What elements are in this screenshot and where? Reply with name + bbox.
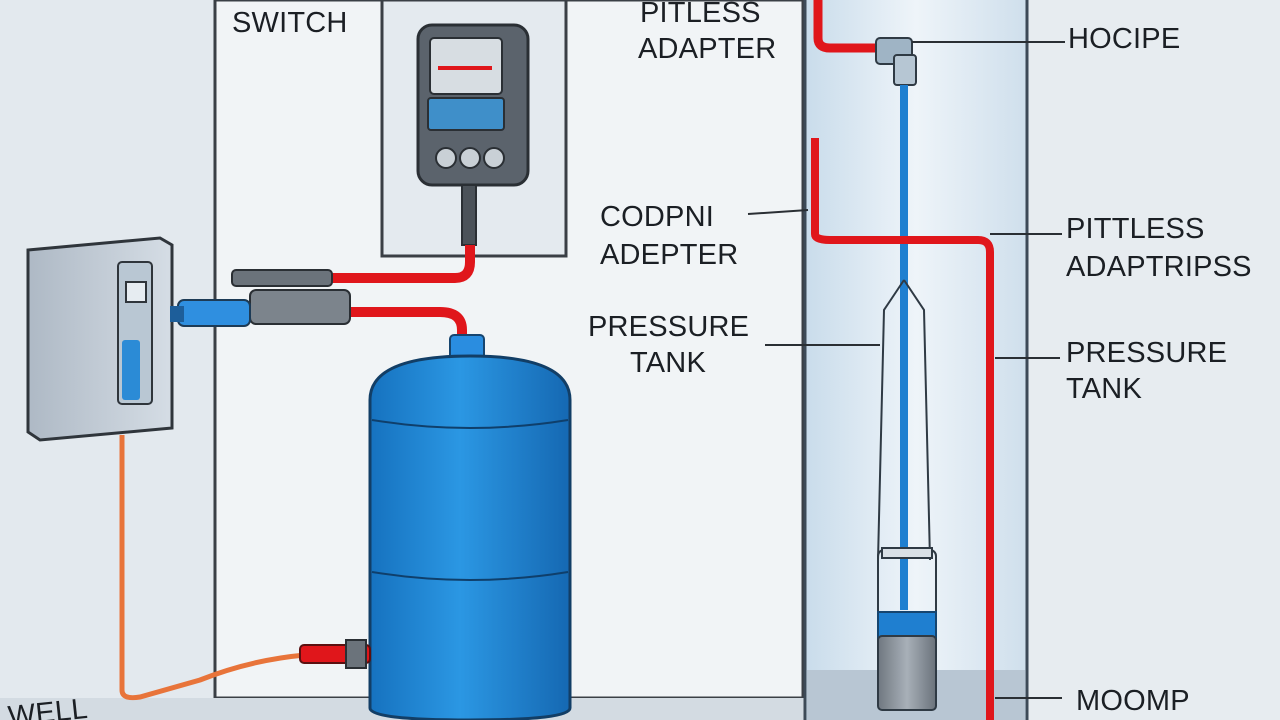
label-codpni-line2: ADEPTER xyxy=(600,239,739,271)
switch-knob-2 xyxy=(459,147,481,169)
supply-line-red xyxy=(811,138,994,720)
leader-codpni xyxy=(747,209,809,215)
label-pressure-tank-mid-line2: TANK xyxy=(630,347,706,379)
label-pressure-tank-mid-line1: PRESSURE xyxy=(588,311,750,343)
control-box-water-level xyxy=(122,340,140,400)
switch-knob-3 xyxy=(483,147,505,169)
label-pressure-tank-right-line2: TANK xyxy=(1066,373,1142,405)
pitless-elbow-body xyxy=(893,54,917,86)
pressure-tank xyxy=(368,354,572,720)
pressure-switch-indicator xyxy=(438,66,492,70)
inlet-coupling xyxy=(170,306,184,322)
control-box-gauge xyxy=(125,281,147,303)
pump-cap xyxy=(881,547,933,559)
drop-pipe-top-red xyxy=(813,0,880,53)
label-codpni-line1: CODPNI xyxy=(600,201,714,233)
hot-line-to-tank xyxy=(345,307,467,340)
label-pitless-right-line2: ADAPTRIPSS xyxy=(1066,251,1252,283)
pump-motor-blue xyxy=(877,611,937,639)
label-switch: SWITCH xyxy=(232,7,348,39)
hot-line-to-switch xyxy=(240,245,475,283)
valve-manifold xyxy=(249,289,351,325)
inlet-pipe xyxy=(177,299,251,327)
tank-drain-valve xyxy=(345,639,367,669)
pump-cage xyxy=(877,279,931,561)
label-pitless-adapter-top-line2: ADAPTER xyxy=(638,33,777,65)
label-pressure-tank-right-line1: PRESSURE xyxy=(1066,337,1228,369)
switch-knob-1 xyxy=(435,147,457,169)
label-moomp: MOOMP xyxy=(1076,685,1190,717)
supply-wire xyxy=(119,435,306,701)
label-hocipe: HOCIPE xyxy=(1068,23,1181,55)
submersible-pump xyxy=(877,635,937,711)
label-pitless-adapter-top-line1: PITLESS xyxy=(640,0,761,29)
valve-body xyxy=(231,269,333,287)
switch-conduit xyxy=(461,184,477,246)
label-pitless-right-line1: PITTLESS xyxy=(1066,213,1205,245)
pressure-switch-screen xyxy=(427,97,505,131)
well-casing xyxy=(803,0,1029,720)
right-wall xyxy=(1028,0,1280,720)
tank-seam-1 xyxy=(371,419,569,429)
tank-seam-2 xyxy=(371,571,569,581)
